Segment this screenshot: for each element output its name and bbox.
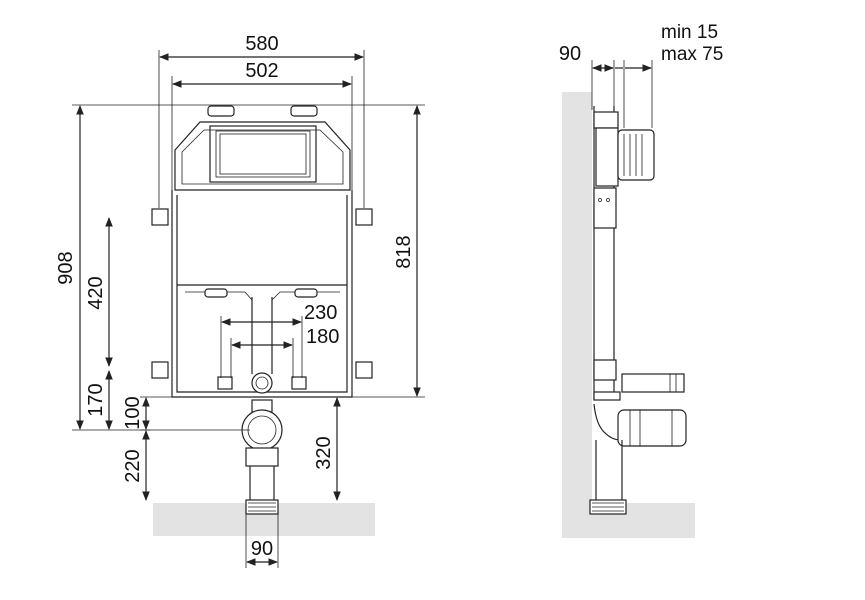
dim-frame-width: 502 [245, 60, 278, 82]
floor-section [562, 503, 695, 538]
dim-floor-to-outlet: 220 [122, 449, 144, 482]
dim-frame-height: 818 [393, 235, 415, 268]
dim-adjust-max: max 75 [661, 44, 723, 65]
dim-fixing-inner: 180 [306, 326, 339, 348]
dim-outlet-offset: 100 [122, 396, 144, 429]
dim-fixing-outer: 230 [304, 302, 337, 324]
dim-pipe-diameter: 90 [251, 538, 273, 560]
dim-base-offset: 170 [85, 383, 107, 416]
side-view: 90 min 15 max 75 [559, 22, 723, 538]
dim-flush-height: 420 [85, 276, 107, 309]
drain-assembly [241, 399, 283, 515]
dim-floor-to-frame: 320 [313, 436, 335, 469]
front-view: 580 502 908 818 420 170 100 220 320 230 … [55, 33, 425, 568]
wall-section [562, 92, 592, 538]
side-frame [589, 106, 687, 515]
dim-overall-height: 908 [55, 251, 77, 284]
front-dimension-lines [72, 50, 425, 568]
installation-frame [151, 105, 373, 398]
dim-adjust-min: min 15 [661, 22, 718, 43]
dim-overall-width: 580 [245, 33, 278, 55]
side-dimension-lines [591, 60, 653, 128]
dim-side-depth: 90 [559, 43, 581, 65]
